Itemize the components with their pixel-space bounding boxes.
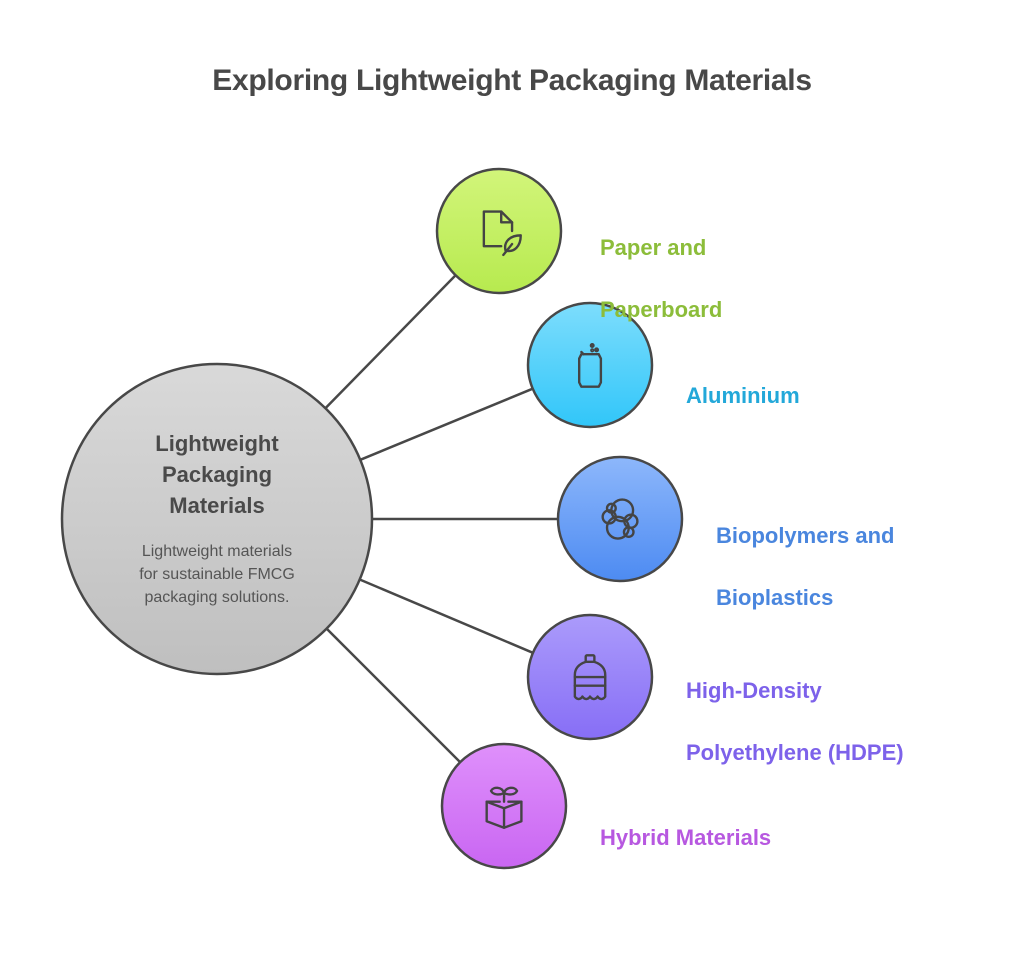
diagram-title: Exploring Lightweight Packaging Material…	[212, 64, 812, 97]
branch-circle-hybrid	[440, 742, 568, 870]
branch-circle-paper	[435, 167, 563, 295]
branch-node-aluminium	[526, 301, 654, 429]
branch-circle-aluminium	[526, 301, 654, 429]
branch-label-line: Biopolymers and	[716, 523, 895, 548]
sprout-box-icon	[485, 786, 523, 829]
branch-label-line: Paperboard	[600, 297, 723, 322]
branch-node-paper	[435, 167, 563, 295]
branch-nodes	[435, 167, 684, 870]
branch-label-line: Hybrid Materials	[600, 825, 772, 850]
branch-label-hybrid: Hybrid Materials	[600, 791, 771, 884]
cells-cluster-icon	[601, 498, 639, 540]
branch-node-biopolymers	[556, 455, 684, 583]
branch-label-biopolymers: Biopolymers and Bioplastics	[716, 489, 894, 644]
soda-can-icon	[577, 343, 603, 388]
branch-label-paper: Paper and Paperboard	[600, 201, 722, 356]
branch-label-aluminium: Aluminium	[686, 349, 800, 442]
branch-label-hdpe: High-Density Polyethylene (HDPE)	[686, 644, 904, 799]
central-node-description-line: for sustainable FMCG	[139, 566, 295, 583]
branch-node-hdpe	[526, 613, 654, 741]
central-node-description-line: packaging solutions.	[144, 589, 290, 606]
central-node-title: Lightweight Packaging Materials	[77, 428, 357, 521]
connector-hdpe	[359, 578, 534, 654]
branch-label-line: Polyethylene (HDPE)	[686, 740, 904, 765]
connectors	[324, 274, 558, 764]
document-leaf-icon	[482, 210, 522, 257]
connector-paper	[324, 274, 457, 410]
central-node-description-line: Lightweight materials	[141, 543, 293, 560]
branch-label-line: Paper and	[600, 235, 707, 260]
central-node-title-line: Packaging	[161, 462, 273, 487]
central-node-title-line: Materials	[169, 493, 265, 518]
branch-label-line: Aluminium	[686, 383, 800, 408]
branch-label-line: Bioplastics	[716, 585, 834, 610]
branch-node-hybrid	[440, 742, 568, 870]
branch-circle-biopolymers	[556, 455, 684, 583]
connector-hybrid	[325, 627, 462, 764]
central-node-title-line: Lightweight	[155, 431, 279, 456]
plastic-bottle-icon	[573, 654, 607, 701]
central-node-description: Lightweight materials for sustainable FM…	[77, 540, 357, 609]
branch-label-line: High-Density	[686, 678, 822, 703]
central-node-circle	[60, 362, 374, 676]
connector-aluminium	[359, 387, 534, 461]
